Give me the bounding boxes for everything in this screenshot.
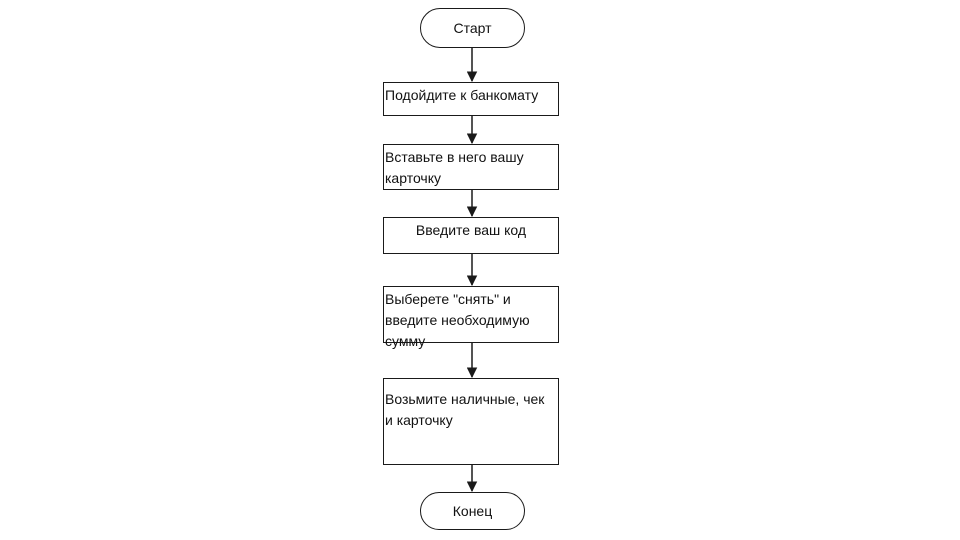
start-label: Старт	[453, 19, 492, 36]
end-label: Конец	[452, 502, 493, 519]
step-approach-atm: Подойдите к банкомату	[383, 82, 559, 116]
step-enter-code-label: Введите ваш код	[415, 222, 527, 238]
step-insert-card-label: Вставьте в него вашу карточку	[385, 149, 524, 186]
step-take-cash-label: Возьмите наличные, чек и карточку	[385, 391, 545, 428]
start-terminal: Старт	[420, 8, 525, 48]
end-terminal: Конец	[420, 492, 525, 530]
step-take-cash: Возьмите наличные, чек и карточку	[383, 378, 559, 465]
step-insert-card: Вставьте в него вашу карточку	[383, 144, 559, 190]
step-enter-code: Введите ваш код	[383, 217, 559, 254]
step-approach-atm-label: Подойдите к банкомату	[385, 87, 539, 103]
step-select-withdraw: Выберете "снять" и введите необходимую с…	[383, 286, 559, 349]
step-select-withdraw-label: Выберете "снять" и введите необходимую с…	[385, 291, 530, 349]
